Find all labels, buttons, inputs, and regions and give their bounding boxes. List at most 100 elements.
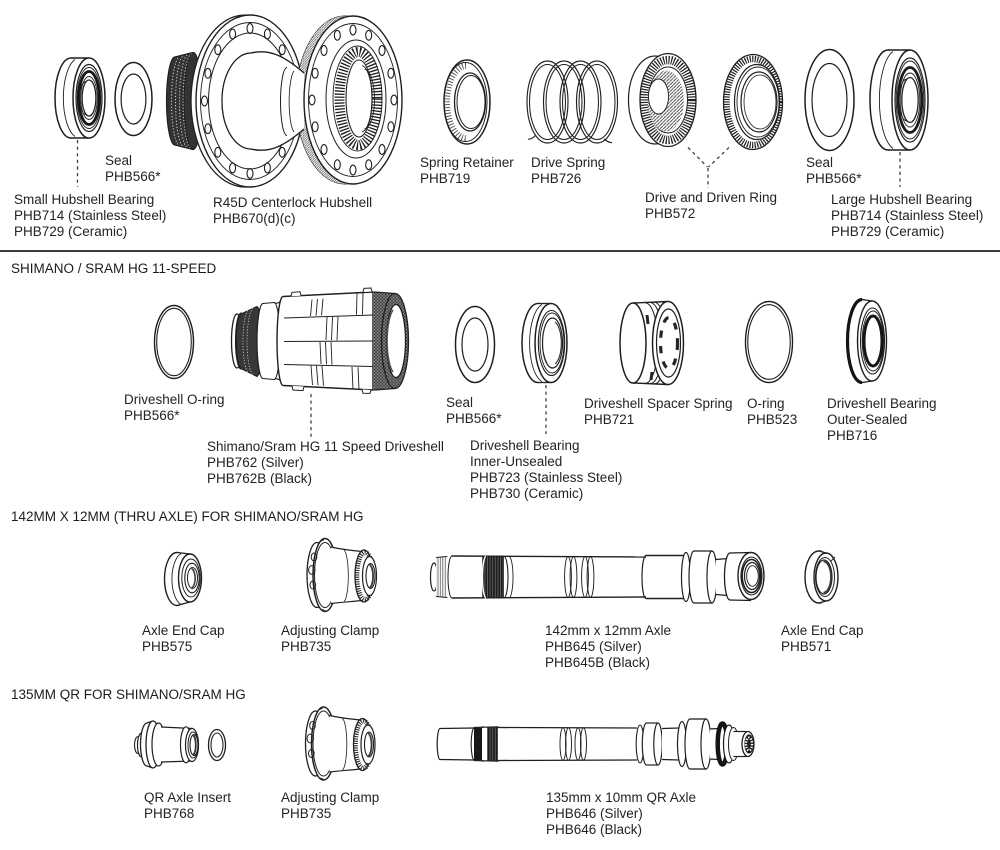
label-line: PHB572	[645, 206, 696, 221]
label-seal-right: Seal PHB566*	[806, 155, 862, 187]
seal-left-drawing	[114, 61, 153, 137]
label-line: Shimano/Sram HG 11 Speed Driveshell	[207, 439, 444, 454]
driven-ring-drawing	[722, 53, 784, 151]
label-line: PHB523	[747, 412, 798, 427]
label-driveshell-bearing-outer: Driveshell Bearing Outer-Sealed PHB716	[827, 396, 937, 444]
driveshell-drawing	[230, 287, 410, 394]
label-axle-end-cap-575: Axle End Cap PHB575	[142, 623, 225, 655]
label-spacer-spring: Driveshell Spacer Spring PHB721	[584, 396, 733, 428]
label-line: Drive and Driven Ring	[645, 190, 778, 205]
axle-end-cap-575-drawing	[163, 551, 203, 607]
label-line: O-ring	[747, 396, 785, 411]
label-line: PHB735	[281, 806, 332, 821]
label-line: Driveshell O-ring	[124, 392, 225, 407]
label-line: PHB729 (Ceramic)	[14, 224, 128, 239]
label-line: Adjusting Clamp	[281, 790, 380, 805]
driveshell-bearing-outer-drawing	[845, 297, 888, 385]
label-line: PHB762 (Silver)	[207, 455, 304, 470]
label-line: Inner-Unsealed	[470, 454, 563, 469]
label-line: Seal	[806, 155, 834, 170]
label-line: PHB646 (Black)	[546, 822, 643, 837]
label-driveshell-oring: Driveshell O-ring PHB566*	[124, 392, 225, 424]
label-line: PHB571	[781, 639, 832, 654]
label-line: PHB762B (Black)	[207, 471, 313, 486]
label-line: PHB645 (Silver)	[545, 639, 642, 654]
label-line: Seal	[446, 395, 474, 410]
driveshell-bearing-inner-drawing	[521, 302, 568, 384]
label-line: Axle End Cap	[142, 623, 225, 638]
section-divider	[0, 250, 1000, 252]
label-line: Driveshell Bearing	[827, 396, 937, 411]
driveshell-spacer-spring-drawing	[619, 300, 685, 386]
label-line: Driveshell Bearing	[470, 438, 580, 453]
label-drive-driven-ring: Drive and Driven Ring PHB572	[645, 190, 777, 222]
label-line: QR Axle Insert	[144, 790, 232, 805]
adjusting-clamp-1-drawing	[306, 537, 378, 613]
label-oring-523: O-ring PHB523	[747, 396, 797, 428]
label-line: PHB645B (Black)	[545, 655, 651, 670]
oring-523-drawing	[744, 300, 794, 384]
driveshell-oring-drawing	[153, 304, 195, 380]
large-hubshell-bearing-drawing	[869, 49, 929, 151]
label-hubshell: R45D Centerlock Hubshell PHB670(d)(c)	[213, 195, 372, 227]
label-line: Adjusting Clamp	[281, 623, 380, 638]
label-line: PHB730 (Ceramic)	[470, 486, 584, 501]
hubshell-drawing	[165, 14, 403, 188]
label-large-hubshell-bearing: Large Hubshell Bearing PHB714 (Stainless…	[831, 192, 983, 240]
label-line: 142mm x 12mm Axle	[545, 623, 672, 638]
label-line: PHB768	[144, 806, 195, 821]
label-adjusting-clamp-2: Adjusting Clamp PHB735	[281, 790, 379, 822]
label-line: PHB726	[531, 171, 582, 186]
label-spring-retainer: Spring Retainer PHB719	[420, 155, 514, 187]
label-line: PHB714 (Stainless Steel)	[831, 208, 984, 223]
label-line: Small Hubshell Bearing	[14, 192, 155, 207]
label-line: Driveshell Spacer Spring	[584, 396, 733, 411]
qr-axle-insert-drawing	[133, 720, 227, 769]
label-adjusting-clamp-1: Adjusting Clamp PHB735	[281, 623, 379, 655]
seal-mid-drawing	[454, 305, 496, 384]
drive-spring-drawing	[526, 60, 619, 144]
qr-axle-drawing	[436, 718, 755, 770]
label-line: Seal	[105, 153, 133, 168]
label-line: PHB714 (Stainless Steel)	[14, 208, 167, 223]
label-line: PHB721	[584, 412, 635, 427]
label-driveshell: Shimano/Sram HG 11 Speed Driveshell PHB7…	[207, 439, 444, 487]
label-small-hubshell-bearing: Small Hubshell Bearing PHB714 (Stainless…	[14, 192, 166, 240]
label-line: PHB646 (Silver)	[546, 806, 643, 821]
label-line: PHB566*	[806, 171, 862, 186]
label-line: R45D Centerlock Hubshell	[213, 195, 373, 210]
label-line: PHB735	[281, 639, 332, 654]
spring-retainer-drawing	[443, 59, 491, 145]
label-line: PHB566*	[105, 169, 161, 184]
leader-lines	[76, 140, 901, 437]
label-line: Large Hubshell Bearing	[831, 192, 973, 207]
section-header-hg11: SHIMANO / SRAM HG 11-SPEED	[11, 261, 217, 276]
label-line: Axle End Cap	[781, 623, 864, 638]
label-line: Spring Retainer	[420, 155, 514, 170]
label-line: PHB670(d)(c)	[213, 211, 296, 226]
label-line: PHB729 (Ceramic)	[831, 224, 945, 239]
axle-end-cap-571-drawing	[804, 550, 839, 604]
label-qr-axle-insert: QR Axle Insert PHB768	[144, 790, 231, 822]
label-seal-left: Seal PHB566*	[105, 153, 161, 185]
label-line: PHB719	[420, 171, 471, 186]
section-header-thru-axle: 142MM X 12MM (THRU AXLE) FOR SHIMANO/SRA…	[11, 509, 364, 524]
label-seal-mid: Seal PHB566*	[446, 395, 502, 427]
axle-142-drawing	[429, 550, 765, 604]
seal-right-drawing	[804, 48, 855, 152]
label-line: PHB566*	[124, 408, 180, 423]
drive-ring-drawing	[627, 52, 697, 148]
adjusting-clamp-2-drawing	[306, 707, 376, 780]
label-driveshell-bearing-inner: Driveshell Bearing Inner-Unsealed PHB723…	[470, 438, 622, 502]
label-line: Drive Spring	[531, 155, 606, 170]
small-hubshell-bearing-drawing	[54, 57, 106, 139]
label-qr-axle: 135mm x 10mm QR Axle PHB646 (Silver) PHB…	[546, 790, 696, 838]
label-line: Outer-Sealed	[827, 412, 908, 427]
label-drive-spring: Drive Spring PHB726	[531, 155, 605, 187]
label-line: PHB716	[827, 428, 878, 443]
label-axle-142: 142mm x 12mm Axle PHB645 (Silver) PHB645…	[545, 623, 671, 671]
label-line: PHB575	[142, 639, 193, 654]
label-line: PHB566*	[446, 411, 502, 426]
